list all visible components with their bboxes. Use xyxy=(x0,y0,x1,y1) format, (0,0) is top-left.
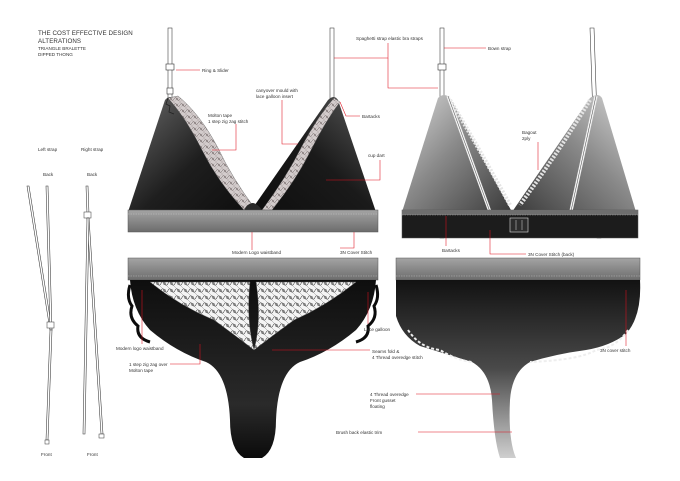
callout-canyover-1: canyover mould with xyxy=(256,88,298,93)
callout-ring-slider: Ring & Slider xyxy=(202,68,229,73)
callout-zigzag-2: Molton tape xyxy=(129,368,153,373)
header-title: THE COST EFFECTIVE DESIGN xyxy=(38,30,133,37)
bralette-back xyxy=(401,27,639,239)
callout-overedge-1: 4 Thread overedge xyxy=(370,392,409,397)
thong-front-left-lace xyxy=(149,281,255,351)
thong-front-body xyxy=(130,280,376,458)
right-strap-slider xyxy=(83,211,92,219)
left-strap-end xyxy=(44,439,50,445)
bra-front-right-cup xyxy=(250,97,376,212)
bra-front-right-strap xyxy=(329,27,335,101)
bra-front-waistband xyxy=(127,209,379,233)
strap-diagram: Left strap Right strap Back Back Front F… xyxy=(26,147,105,457)
left-strap-back-label: Back xyxy=(43,172,54,177)
sheet-header: THE COST EFFECTIVE DESIGN ALTERATIONS TR… xyxy=(38,30,133,57)
bralette-front xyxy=(127,27,379,233)
left-strap-label: Left strap xyxy=(38,147,58,152)
thong-front xyxy=(126,257,380,458)
callout-seams-2: 4 Thread overedge stitch xyxy=(372,355,423,360)
thong-front-waistband xyxy=(127,257,379,281)
callout-bow-strap: Bown strap xyxy=(488,46,511,51)
right-strap-front-label: Front xyxy=(87,452,98,457)
callout-overedge-3: floating xyxy=(370,404,385,409)
right-strap-top xyxy=(85,185,90,215)
callout-modern-logo-waistband-bra: Modern Logo waistband xyxy=(232,250,281,255)
callout-cup-dart: cup dart xyxy=(368,153,385,158)
callout-3n-cover-stitch-back: 3N Cover Stitch (back) xyxy=(528,252,575,257)
thong-back xyxy=(395,257,641,458)
right-strap-back-label: Back xyxy=(87,172,98,177)
callout-3n-cover-stitch: 3N Cover Stitch xyxy=(340,250,373,255)
bra-back-hook-closure xyxy=(509,217,529,233)
bra-back-left-cup xyxy=(402,95,512,212)
left-strap-lower xyxy=(45,329,53,441)
bra-front-left-cup xyxy=(128,97,252,212)
right-strap-band-b xyxy=(82,217,90,435)
callout-3n-cover-stitch-thong: 3N cover stitch xyxy=(600,348,631,353)
thong-back-waistband xyxy=(395,257,641,281)
callout-bagout-1: Bagout xyxy=(522,130,537,135)
right-strap-end xyxy=(98,433,105,439)
header-alterations: ALTERATIONS xyxy=(38,38,81,45)
callout-bartacks-front: Bartacks xyxy=(362,114,381,119)
header-style-thong: DIPPED THONG xyxy=(38,52,73,57)
callout-spaghetti-strap: Spaghetti strap elastic bra straps xyxy=(356,36,424,41)
right-strap-band-a xyxy=(86,217,104,435)
callout-molton-tape-2: 1 step zig zag stitch xyxy=(208,119,249,124)
bra-front-ring xyxy=(166,87,174,95)
callout-bagout-2: 2ply xyxy=(522,136,531,141)
right-strap-label: Right strap xyxy=(81,147,104,152)
callout-bartacks-back: Bartacks xyxy=(442,248,461,253)
thong-front-right-lace xyxy=(253,281,357,351)
callout-modern-logo-waistband-thong: Modern logo waistband xyxy=(116,346,164,351)
bra-back-right-cup xyxy=(512,95,636,212)
callout-zigzag-1: 1 step zig zag over xyxy=(129,362,168,367)
callout-canyover-2: lace galloon insert xyxy=(256,94,294,99)
header-style-bra: TRIANGLE BRALETTE xyxy=(38,46,86,51)
callout-seams-1: Seams fold & xyxy=(372,349,399,354)
thong-back-body xyxy=(396,280,641,458)
callout-brush-back-elastic: Brush back elastic trim xyxy=(336,430,382,435)
callout-overedge-2: Front gusset xyxy=(370,398,396,403)
bra-front-slider xyxy=(165,63,175,71)
left-strap-ring xyxy=(46,321,55,329)
left-strap-front-label: Front xyxy=(41,452,52,457)
callouts: Ring & Slider Molton tape 1 step zig zag… xyxy=(116,36,631,435)
callout-lace-galloon: Lace galloon xyxy=(364,327,390,332)
callout-molton-tape-1: Molton tape xyxy=(208,113,232,118)
